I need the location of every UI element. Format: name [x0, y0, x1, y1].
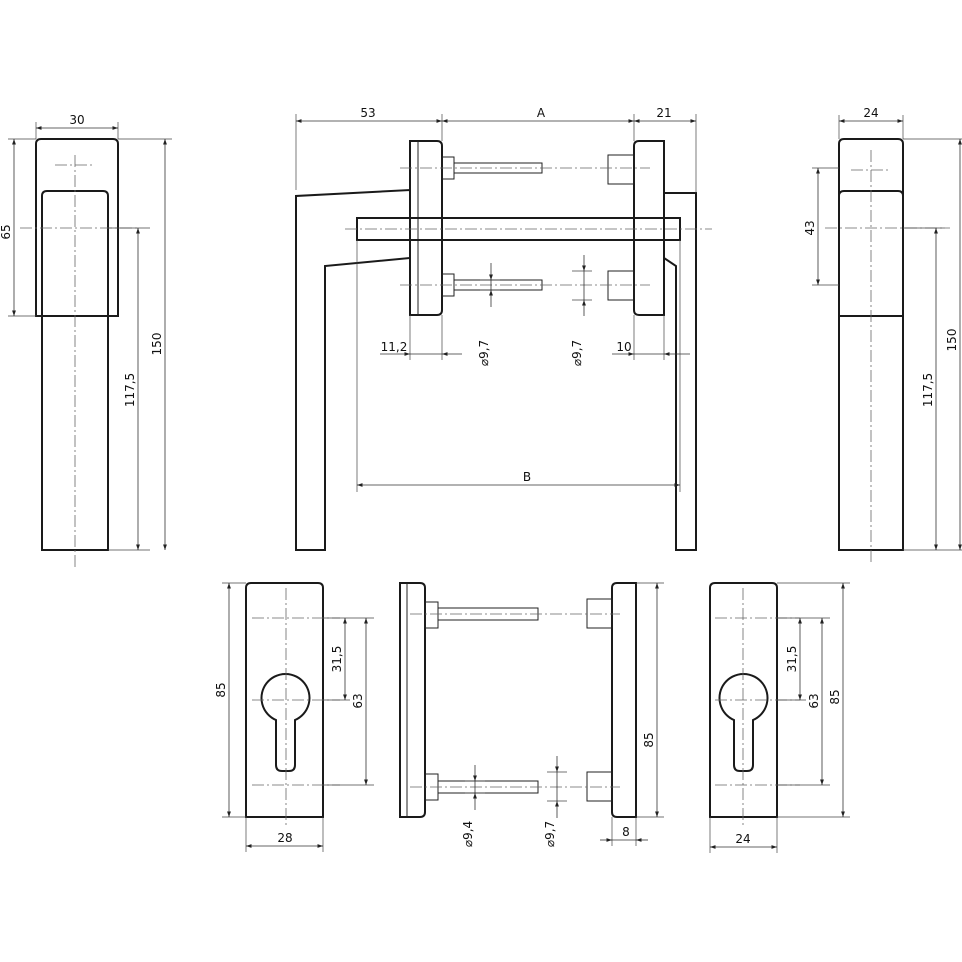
dim-rear-escutcheon-middle-63: 63 — [807, 693, 821, 708]
dim-rear-total-150: 150 — [945, 329, 959, 352]
dim-spindle-right-10: 10 — [616, 340, 631, 354]
dim-escutcheon-width-28: 28 — [277, 831, 292, 845]
dim-escutcheon-height-85: 85 — [214, 682, 228, 697]
dim-distance-b: B — [523, 470, 531, 484]
dim-left-offset-53: 53 — [360, 106, 375, 120]
rear-lever-outline — [838, 190, 904, 551]
dim-rear-width-24: 24 — [863, 106, 878, 120]
dim-spindle-left-11-2: 11,2 — [381, 340, 408, 354]
lever-left-outline — [295, 188, 411, 551]
keyhole-right — [718, 673, 769, 772]
dim-lower-height-117-5: 117,5 — [123, 373, 137, 407]
handle-side-view: 53 A 21 11,2 ⌀9,7 ⌀9,7 10 B — [295, 106, 712, 551]
dim-side-diameter-9-4: ⌀9,4 — [461, 821, 475, 847]
escutcheon-right-outline — [709, 582, 778, 818]
handle-lever-outline — [41, 190, 109, 551]
escutcheon-left-outline — [245, 582, 324, 818]
dim-upper-height-65: 65 — [0, 224, 13, 239]
dim-side-diameter-9-7: ⌀9,7 — [543, 821, 557, 847]
handle-rear-view: 24 43 117,5 150 — [803, 106, 962, 565]
rosette-left-outline — [409, 140, 443, 316]
dim-right-offset-21: 21 — [656, 106, 671, 120]
dim-rear-lower-117-5: 117,5 — [921, 373, 935, 407]
escutcheon-side-view: ⌀9,4 ⌀9,7 85 8 — [399, 582, 664, 847]
dim-side-height-85: 85 — [642, 732, 656, 747]
dim-diameter-right-9-7: ⌀9,7 — [570, 340, 584, 366]
rosette-right-outline — [633, 140, 665, 316]
dim-side-thickness-8: 8 — [622, 825, 630, 839]
dim-rear-escutcheon-width-24: 24 — [735, 832, 750, 846]
dim-diameter-left-9-7: ⌀9,7 — [477, 340, 491, 366]
handle-rosette-outline — [35, 138, 119, 317]
dim-escutcheon-middle-63: 63 — [351, 693, 365, 708]
escutcheon-side-left-outline — [399, 582, 426, 818]
dim-escutcheon-upper-31-5: 31,5 — [330, 646, 344, 673]
dim-width-30: 30 — [69, 113, 84, 127]
escutcheon-front-view: 85 31,5 63 28 — [214, 582, 374, 852]
handle-front-view: 30 65 117,5 150 — [0, 113, 172, 570]
escutcheon-side-right-outline — [611, 582, 637, 818]
dim-distance-a: A — [537, 106, 546, 120]
rear-rosette-outline — [838, 138, 904, 317]
keyhole-left — [260, 673, 311, 772]
dim-rear-escutcheon-upper-31-5: 31,5 — [785, 646, 799, 673]
dim-rear-upper-43: 43 — [803, 220, 817, 235]
dim-total-height-150: 150 — [150, 333, 164, 356]
dim-rear-escutcheon-height-85: 85 — [828, 689, 842, 704]
escutcheon-rear-view: 31,5 63 85 24 — [709, 582, 850, 853]
